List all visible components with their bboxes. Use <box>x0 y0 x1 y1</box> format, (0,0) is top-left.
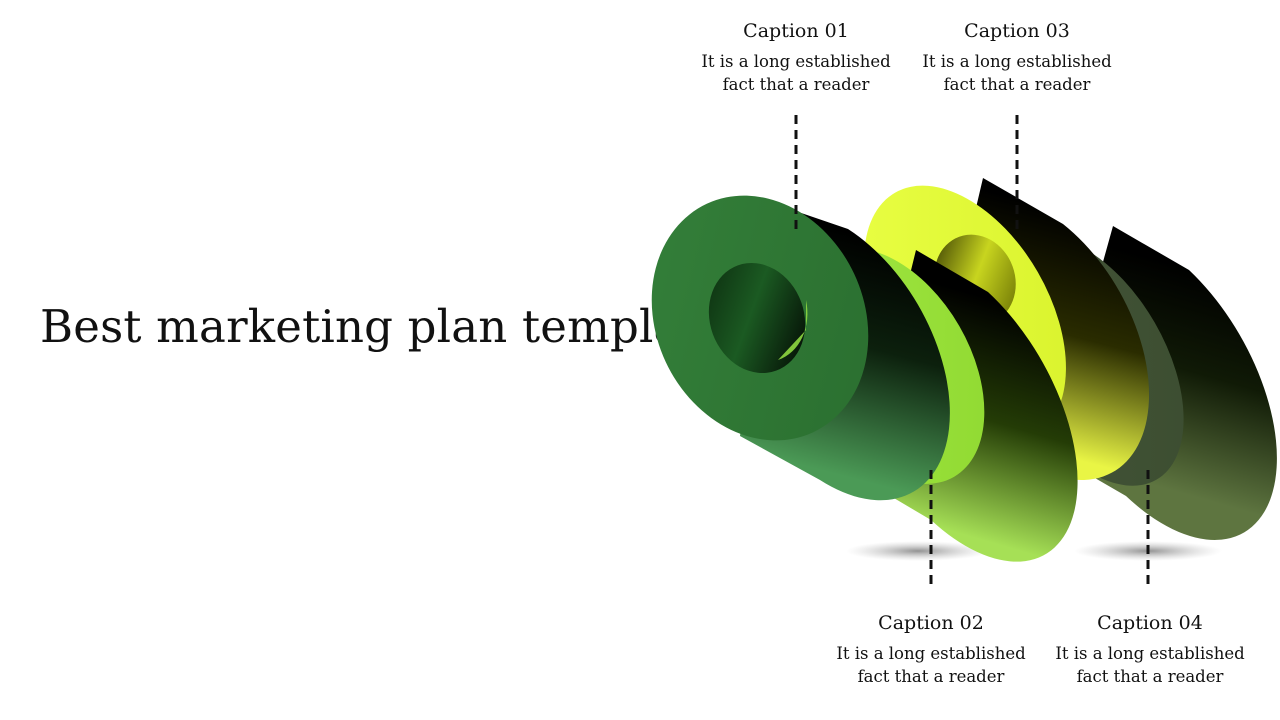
caption-02-title: Caption 02 <box>878 612 984 634</box>
dark-green-ring-cylinder-icon <box>651 195 950 501</box>
caption-03-text-line2: fact that a reader <box>943 75 1091 94</box>
caption-01-text-line1: It is a long established <box>701 52 891 71</box>
caption-02-text-line1: It is a long established <box>836 644 1026 663</box>
caption-04-title: Caption 04 <box>1097 612 1203 634</box>
caption-02: Caption 02 It is a long established fact… <box>821 611 1041 688</box>
caption-01: Caption 01 It is a long established fact… <box>686 19 906 96</box>
caption-02-text-line2: fact that a reader <box>857 667 1005 686</box>
caption-03: Caption 03 It is a long established fact… <box>907 19 1127 96</box>
caption-04-text-line1: It is a long established <box>1055 644 1245 663</box>
caption-01-title: Caption 01 <box>743 20 849 42</box>
shadow-2 <box>846 541 990 561</box>
caption-04: Caption 04 It is a long established fact… <box>1040 611 1260 688</box>
caption-01-text-line2: fact that a reader <box>722 75 870 94</box>
caption-03-title: Caption 03 <box>964 20 1070 42</box>
caption-04-text-line2: fact that a reader <box>1076 667 1224 686</box>
caption-03-text-line1: It is a long established <box>922 52 1112 71</box>
slide-title: Best marketing plan template <box>40 300 726 353</box>
